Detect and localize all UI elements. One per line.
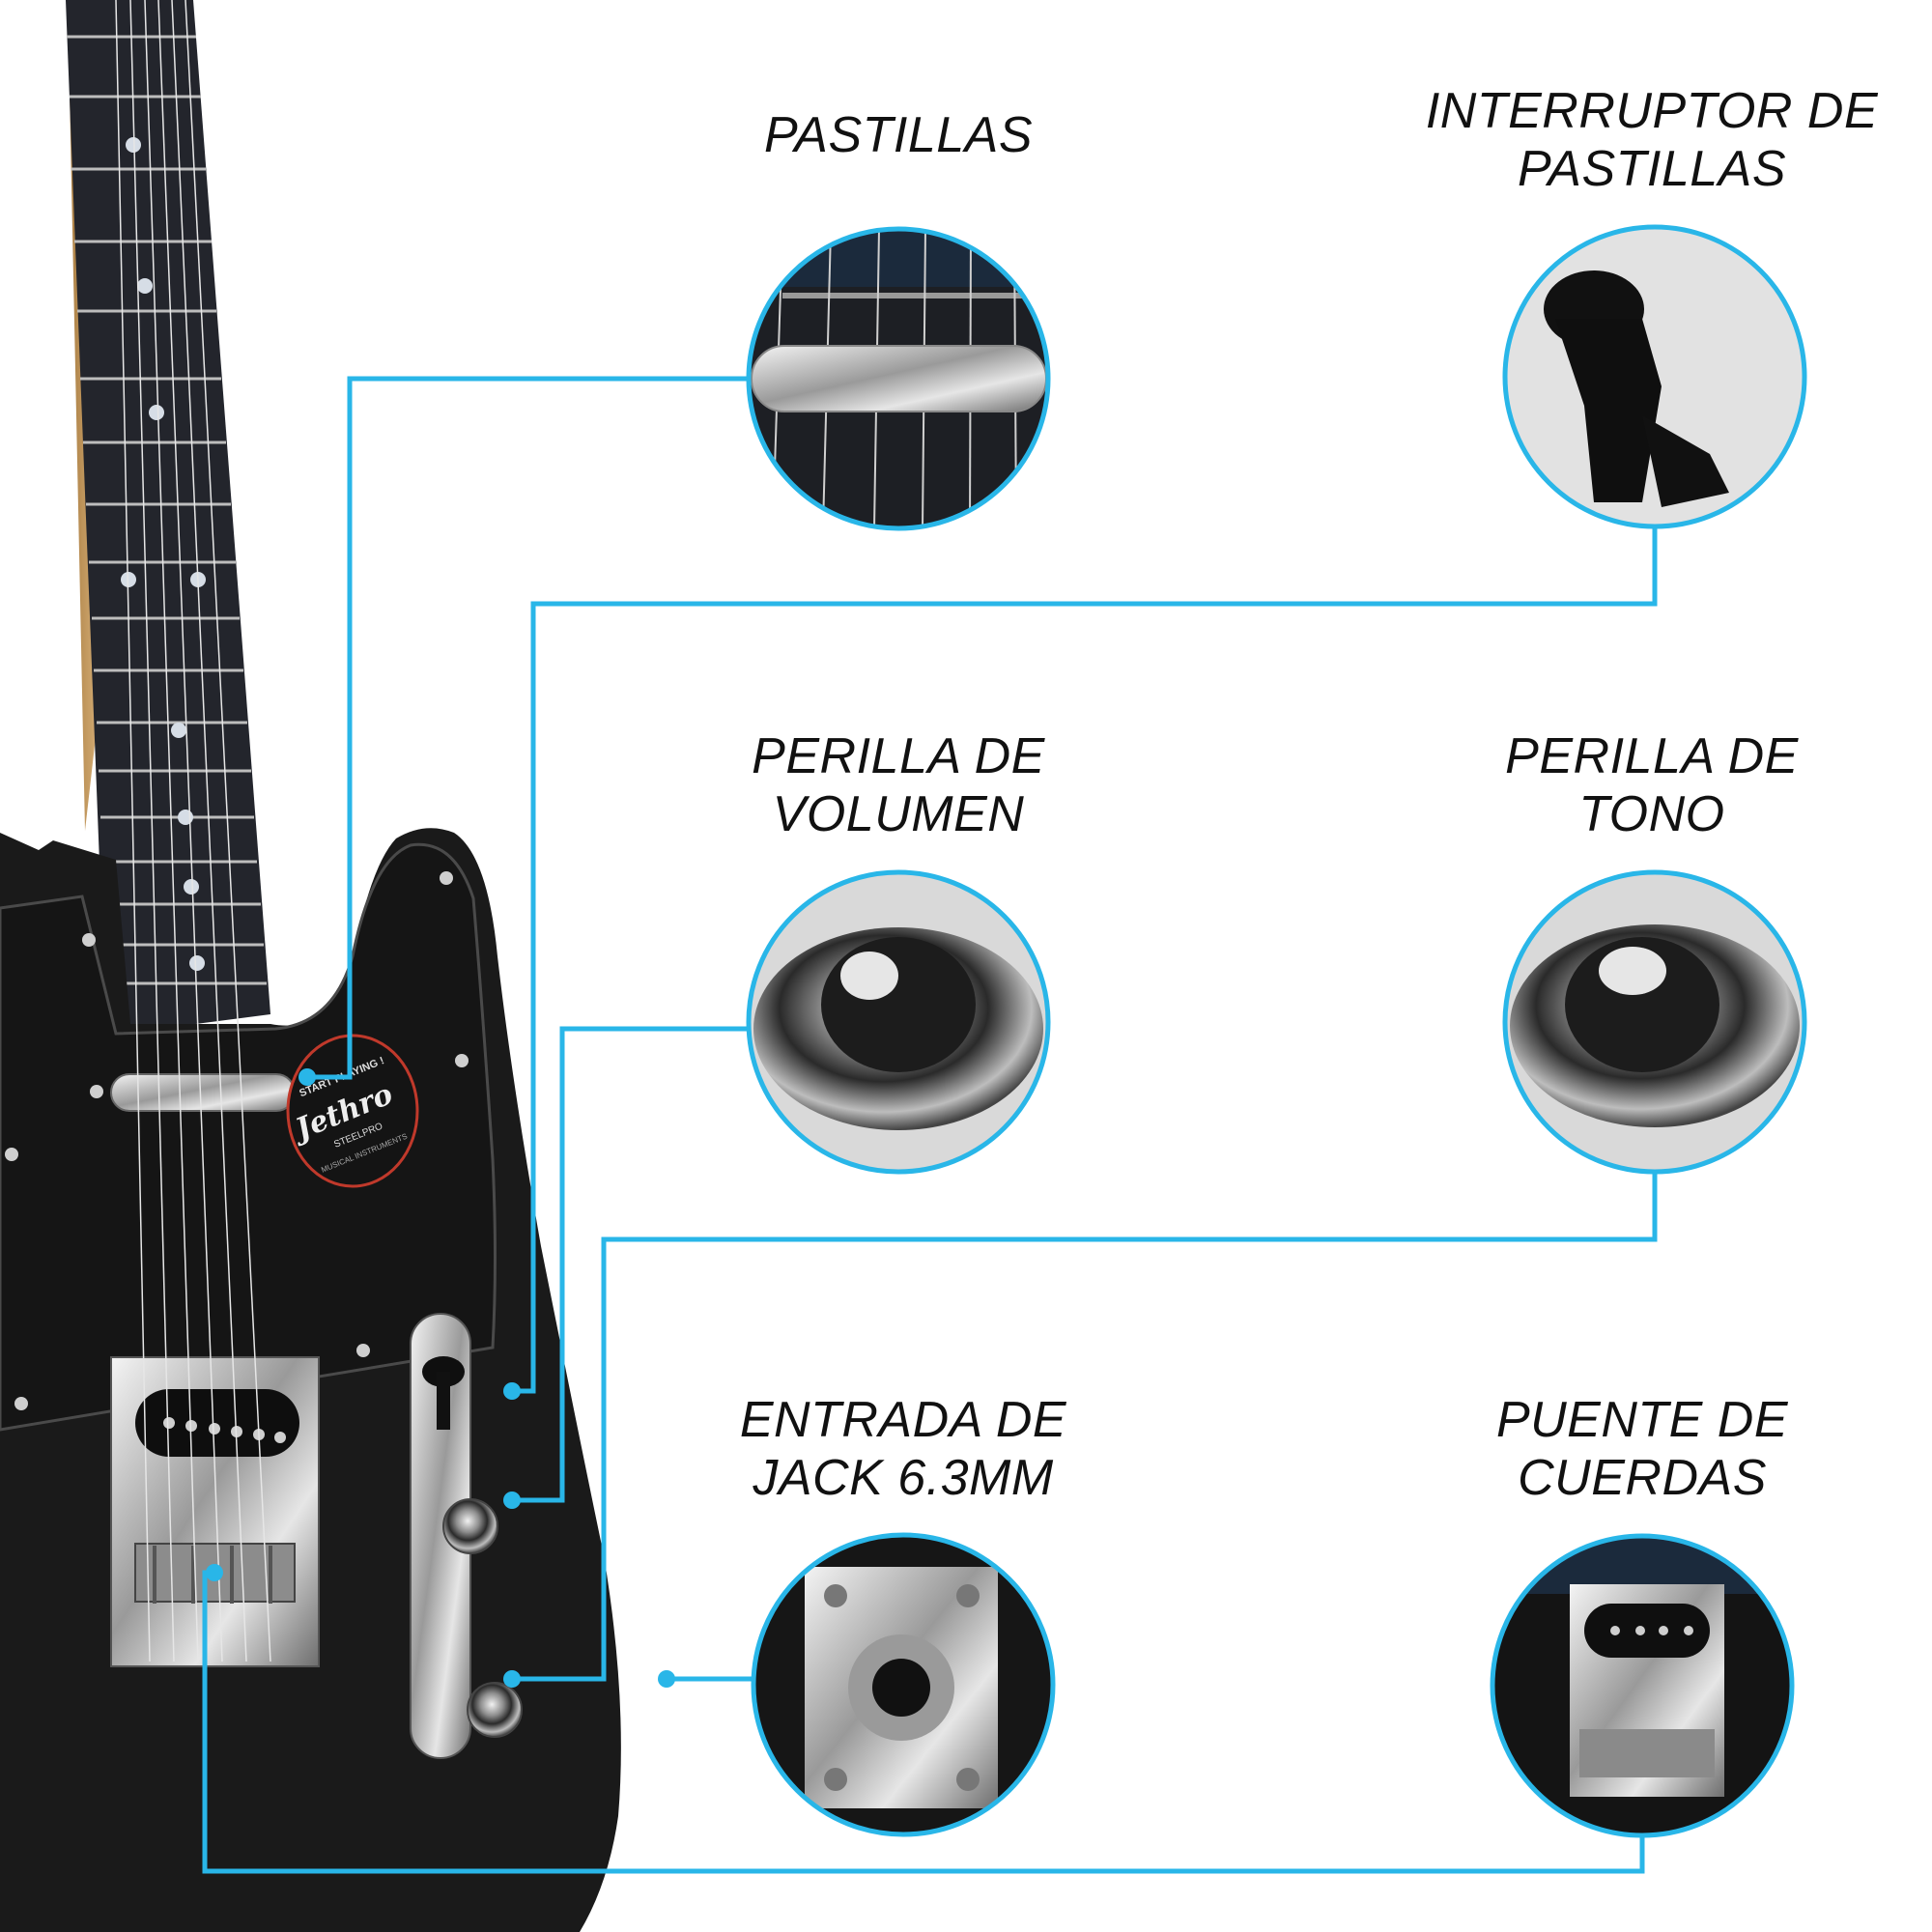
tone-knob	[467, 1682, 523, 1738]
label-pastillas: PASTILLAS	[763, 107, 1034, 163]
connector-lines	[202, 376, 1658, 1874]
pickup-closeup-icon	[746, 226, 1051, 531]
label-jack: ENTRADA DE JACK 6.3MM	[739, 1392, 1067, 1506]
label-interruptor: INTERRUPTOR DE PASTILLAS	[1425, 83, 1879, 197]
frets	[67, 35, 267, 985]
line-interruptor	[512, 526, 1658, 1394]
strings	[115, 0, 271, 1662]
fret-markers	[121, 137, 206, 971]
bridge	[110, 1356, 320, 1667]
bridge-closeup-icon	[1490, 1533, 1795, 1838]
line-pastillas	[307, 376, 749, 1080]
brand-sticker: START PLAYING ! Jethro STEELPRO MUSICAL …	[286, 1034, 419, 1188]
connector-dots	[206, 1068, 675, 1688]
line-volumen	[512, 1026, 749, 1503]
pickguard	[0, 842, 497, 1432]
volume-knob-closeup-icon	[746, 869, 1051, 1175]
control-plate	[410, 1313, 523, 1759]
guitar-illustration: START PLAYING ! Jethro STEELPRO MUSICAL …	[0, 0, 621, 1932]
pickguard-screws	[5, 871, 469, 1410]
jack-input-closeup-icon	[751, 1532, 1056, 1837]
volume-knob	[442, 1498, 498, 1554]
label-puente: PUENTE DE CUERDAS	[1495, 1392, 1789, 1506]
tone-knob-closeup-icon	[1502, 869, 1807, 1175]
selector-switch-closeup-icon	[1502, 224, 1807, 529]
selector-switch-tip	[422, 1356, 465, 1430]
label-tono: PERILLA DE TONO	[1505, 728, 1799, 842]
line-tono	[512, 1172, 1658, 1682]
label-volumen: PERILLA DE VOLUMEN	[752, 728, 1045, 842]
fretboard	[66, 0, 270, 1036]
